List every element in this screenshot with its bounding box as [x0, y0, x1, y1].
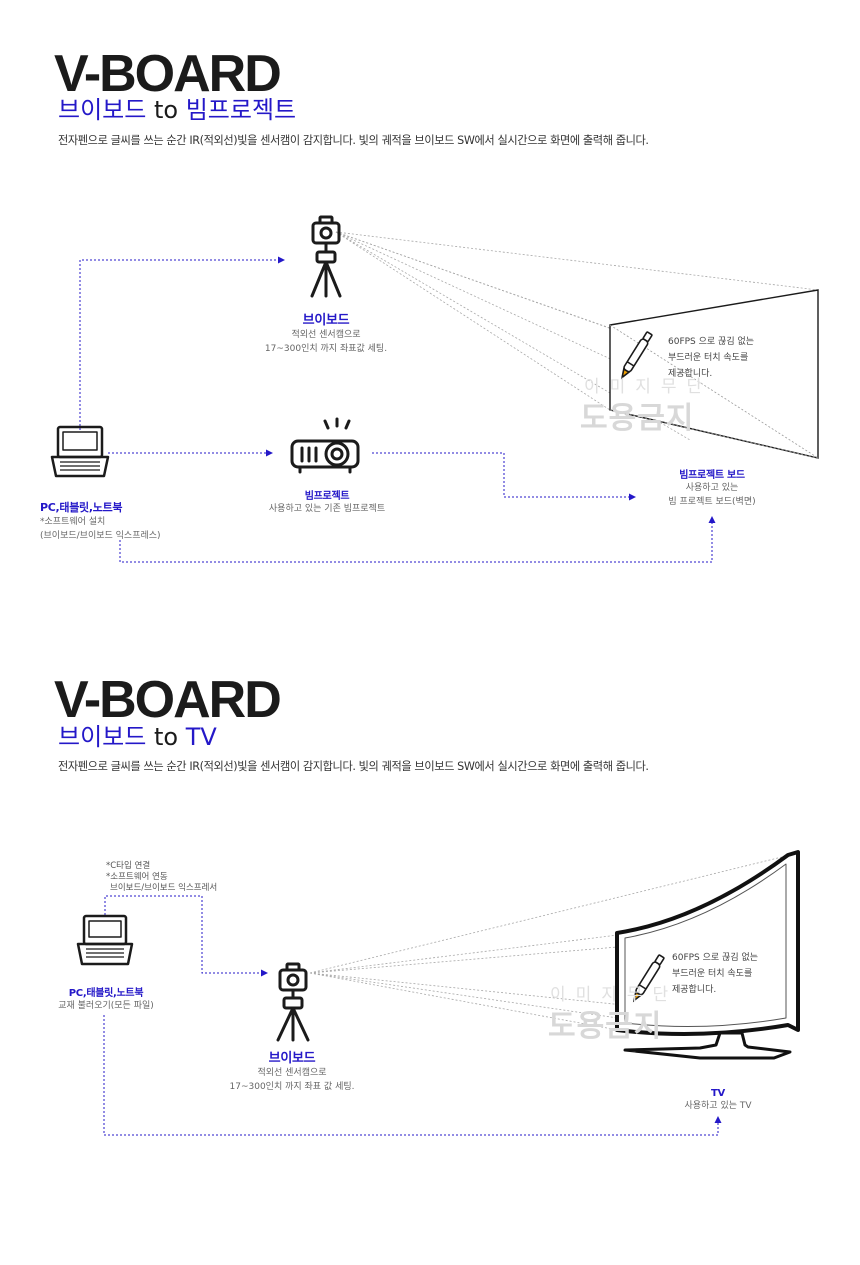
watermark-big: 도용금지 — [580, 401, 695, 436]
vboard-line1: 적외선 센서캠으로 — [257, 1068, 327, 1078]
watermark: 이미지무단 도용금지 — [488, 980, 678, 1045]
board-title: 빔프로젝트 보드 — [679, 470, 745, 481]
tv-line1: 사용하고 있는 TV — [684, 1101, 752, 1111]
note-line2: *소프트웨어 연동 — [106, 872, 168, 882]
watermark-small: 이미지무단 — [550, 985, 679, 1005]
screen-note: 60FPS 으로 끊김 없는 부드러운 터치 속도를 제공합니다. — [672, 950, 758, 998]
connection-note: *C타입 연결 *소프트웨어 연동 브이보드/브이보드 익스프레서 — [106, 861, 217, 894]
pc-line1: 교재 불러오기(모든 파일) — [58, 1001, 154, 1011]
connector-arrows — [261, 969, 722, 1123]
projector-icon — [290, 417, 360, 474]
subtitle-vboard: 브이보드 — [58, 96, 147, 124]
tv-title: TV — [711, 1088, 725, 1099]
board-line1: 사용하고 있는 — [685, 483, 739, 493]
vboard-line2: 17~300인치 까지 좌표값 세팅. — [264, 344, 388, 354]
vboard-label: 브이보드 적외선 센서캠으로 17~300인치 까지 좌표값 세팅. — [265, 309, 387, 356]
vboard-label: 브이보드 적외선 센서캠으로 17~300인치 까지 좌표 값 세팅. — [230, 1047, 355, 1094]
tv-label: TV 사용하고 있는 TV — [684, 1088, 751, 1113]
screen-note-line2: 부드러운 터치 속도를 — [672, 969, 753, 979]
watermark-small: 이미지무단 — [584, 377, 713, 397]
camera-tripod-icon — [310, 215, 342, 298]
note-line1: *C타입 연결 — [106, 861, 151, 871]
subtitle-target: TV — [185, 723, 217, 751]
subtitle-to: to — [153, 723, 179, 751]
vboard-title: 브이보드 — [268, 1051, 316, 1066]
screen-note: 60FPS 으로 끊김 없는 부드러운 터치 속도를 제공합니다. — [668, 334, 754, 382]
pc-label: PC,태블릿,노트북 교재 불러오기(모든 파일) — [58, 984, 154, 1013]
digital-pen-icon — [620, 331, 653, 380]
brand-title: V-BOARD — [54, 45, 282, 103]
vboard-title: 브이보드 — [302, 313, 350, 328]
screen-note-line3: 제공합니다. — [672, 985, 717, 995]
pc-title: PC,태블릿,노트북 — [40, 501, 123, 514]
connectors — [103, 895, 719, 1136]
screen-note-line3: 제공합니다. — [668, 369, 713, 379]
connector-arrows — [266, 256, 716, 523]
camera-tripod-icon — [276, 962, 310, 1042]
watermark: 이미지무단 도용금지 — [520, 372, 712, 437]
section-description: 전자펜으로 글씨를 쓰는 순간 IR(적외선)빛을 센서캠이 감지합니다. 빛의… — [58, 134, 649, 147]
board-line2: 빔 프로젝트 보드(벽면) — [668, 497, 756, 507]
pc-line1: *소프트웨어 설치 — [40, 517, 106, 527]
pc-title: PC,태블릿,노트북 — [68, 988, 144, 999]
vboard-line2: 17~300인치 까지 좌표 값 세팅. — [229, 1082, 355, 1092]
projector-line1: 사용하고 있는 기존 빔프로젝트 — [268, 504, 386, 514]
subtitle-to: to — [153, 96, 179, 124]
laptop-icon — [76, 914, 134, 966]
diagram-lines — [50, 215, 819, 563]
projector-label: 빔프로젝트 사용하고 있는 기존 빔프로젝트 — [269, 487, 385, 516]
section-subtitle: 브이보드 to TV — [58, 725, 217, 749]
section-subtitle: 브이보드 to 빔프로젝트 — [58, 98, 296, 122]
curved-tv-icon — [615, 850, 800, 1060]
subtitle-target: 빔프로젝트 — [185, 96, 297, 124]
vboard-line1: 적외선 센서캠으로 — [291, 330, 361, 340]
section-description: 전자펜으로 글씨를 쓰는 순간 IR(적외선)빛을 센서캠이 감지합니다. 빛의… — [58, 760, 649, 773]
watermark-big: 도용금지 — [548, 1009, 663, 1044]
screen-note-line1: 60FPS 으로 끊김 없는 — [672, 953, 759, 963]
screen-note-line1: 60FPS 으로 끊김 없는 — [668, 337, 755, 347]
laptop-icon — [50, 425, 110, 478]
subtitle-vboard: 브이보드 — [58, 723, 147, 751]
connectors — [79, 259, 713, 563]
pc-line2: (브이보드/브이보드 익스프레스) — [40, 531, 161, 541]
screen-note-line2: 부드러운 터치 속도를 — [668, 353, 749, 363]
brand-title: V-BOARD — [54, 671, 282, 729]
pc-label: PC,태블릿,노트북 *소프트웨어 설치 (브이보드/브이보드 익스프레스) — [40, 499, 161, 543]
projector-title: 빔프로젝트 — [304, 491, 350, 502]
board-label: 빔프로젝트 보드 사용하고 있는 빔 프로젝트 보드(벽면) — [668, 466, 755, 509]
note-line3: 브이보드/브이보드 익스프레서 — [110, 883, 218, 893]
digital-pen-icon — [632, 954, 665, 1003]
